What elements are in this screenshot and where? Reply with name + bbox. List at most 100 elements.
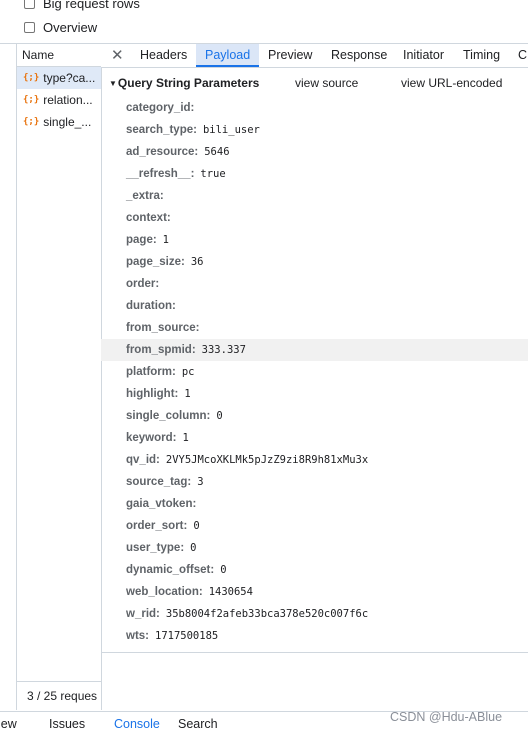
request-item[interactable]: {;} type?ca... <box>17 67 101 89</box>
param-row: wts: 1717500185 <box>101 625 528 647</box>
drawer-tab-console[interactable]: Console <box>114 717 160 731</box>
param-value: true <box>200 168 226 180</box>
param-key: _extra: <box>126 190 164 202</box>
param-key: w_rid: <box>126 608 160 620</box>
drawer-tab-issues[interactable]: Issues <box>49 717 86 731</box>
script-icon: {;} <box>23 73 40 83</box>
param-value: 1 <box>182 432 189 444</box>
request-item-label: relation... <box>43 93 93 107</box>
expand-triangle-icon[interactable]: ▼ <box>109 78 117 88</box>
param-key: platform: <box>126 366 176 378</box>
param-row: ad_resource: 5646 <box>101 141 528 163</box>
drawer-tab-search[interactable]: Search <box>178 717 218 731</box>
param-key: context: <box>126 212 171 224</box>
tab-cookies[interactable]: C <box>518 48 528 62</box>
script-icon: {;} <box>23 117 40 127</box>
payload-panel: ▼ Query String Parameters view source vi… <box>101 68 528 653</box>
param-key: from_source: <box>126 322 200 334</box>
param-key: search_type: <box>126 124 197 136</box>
big-request-rows-option[interactable]: Big request rows <box>24 0 140 12</box>
query-string-section-header[interactable]: ▼ Query String Parameters view source vi… <box>101 72 528 94</box>
param-key: order_sort: <box>126 520 188 532</box>
param-row: from_spmid: 333.337 <box>101 339 528 361</box>
detail-tabs: ✕ Headers Payload Preview Response Initi… <box>101 44 528 68</box>
request-count: 3 / 25 reques <box>17 681 101 710</box>
param-value: 1 <box>184 388 191 400</box>
param-row: keyword: 1 <box>101 427 528 449</box>
param-value: 0 <box>220 564 227 576</box>
param-row: from_source: <box>101 317 528 339</box>
param-key: single_column: <box>126 410 211 422</box>
param-key: highlight: <box>126 388 179 400</box>
view-source-link[interactable]: view source <box>295 76 359 90</box>
param-row: single_column:0 <box>101 405 528 427</box>
param-value: 1 <box>162 234 169 246</box>
request-item[interactable]: {;} single_... <box>17 111 101 133</box>
param-key: order: <box>126 278 160 290</box>
request-list: Name {;} type?ca... {;} relation... {;} … <box>16 44 102 710</box>
param-value: 333.337 <box>201 344 246 356</box>
param-row: __refresh__: true <box>101 163 528 185</box>
param-row: gaia_vtoken: <box>101 493 528 515</box>
big-request-rows-checkbox[interactable] <box>24 0 35 9</box>
param-key: page_size: <box>126 256 185 268</box>
param-key: duration: <box>126 300 176 312</box>
param-row: order_sort: 0 <box>101 515 528 537</box>
tab-initiator[interactable]: Initiator <box>403 48 444 62</box>
view-url-encoded-link[interactable]: view URL-encoded <box>401 76 503 90</box>
param-key: dynamic_offset: <box>126 564 215 576</box>
param-row: w_rid: 35b8004f2afeb33bca378e520c007f6c <box>101 603 528 625</box>
drawer-tabs: iew Issues Console Search <box>0 711 528 734</box>
param-row: source_tag: 3 <box>101 471 528 493</box>
param-row: page: 1 <box>101 229 528 251</box>
param-value: 35b8004f2afeb33bca378e520c007f6c <box>165 608 369 620</box>
param-row: category_id: <box>101 97 528 119</box>
param-key: from_spmid: <box>126 344 196 356</box>
param-row: web_location: 1430654 <box>101 581 528 603</box>
param-row: duration: <box>101 295 528 317</box>
param-row: _extra: <box>101 185 528 207</box>
tab-response[interactable]: Response <box>331 48 388 62</box>
param-row: user_type:0 <box>101 537 528 559</box>
tab-headers[interactable]: Headers <box>140 48 188 62</box>
param-key: qv_id: <box>126 454 160 466</box>
param-row: highlight: 1 <box>101 383 528 405</box>
param-value: 36 <box>190 256 204 268</box>
param-row: platform:pc <box>101 361 528 383</box>
request-item[interactable]: {;} relation... <box>17 89 101 111</box>
script-icon: {;} <box>23 95 40 105</box>
section-title: Query String Parameters <box>117 76 260 90</box>
overview-option[interactable]: Overview <box>24 18 97 36</box>
param-key: category_id: <box>126 102 195 114</box>
param-key: source_tag: <box>126 476 192 488</box>
request-options: Big request rows Overview <box>0 0 528 44</box>
param-value: bili_user <box>202 124 260 136</box>
tab-timing[interactable]: Timing <box>463 48 501 62</box>
param-value: 5646 <box>204 146 230 158</box>
close-icon[interactable]: ✕ <box>111 47 124 64</box>
param-value: 3 <box>197 476 204 488</box>
param-key: ad_resource: <box>126 146 199 158</box>
param-key: wts: <box>126 630 149 642</box>
param-row: page_size: 36 <box>101 251 528 273</box>
big-request-rows-label: Big request rows <box>43 0 140 11</box>
param-value: 1430654 <box>208 586 253 598</box>
param-value: 1717500185 <box>155 630 219 642</box>
tab-preview[interactable]: Preview <box>268 48 313 62</box>
overview-label: Overview <box>43 19 98 35</box>
param-key: web_location: <box>126 586 203 598</box>
param-key: page: <box>126 234 157 246</box>
request-item-label: single_... <box>43 115 92 129</box>
param-value: 2VY5JMcoXKLMk5pJzZ9zi8R9h81xMu3x <box>165 454 369 466</box>
overview-checkbox[interactable] <box>24 21 35 33</box>
param-key: keyword: <box>126 432 177 444</box>
tab-payload[interactable]: Payload <box>196 44 260 67</box>
name-column-header[interactable]: Name <box>17 44 101 67</box>
request-item-label: type?ca... <box>43 71 96 85</box>
drawer-tab-overview[interactable]: iew <box>0 717 17 731</box>
param-row: context: <box>101 207 528 229</box>
param-key: __refresh__: <box>126 168 195 180</box>
param-key: gaia_vtoken: <box>126 498 197 510</box>
param-row: search_type: bili_user <box>101 119 528 141</box>
param-value: 0 <box>193 520 200 532</box>
